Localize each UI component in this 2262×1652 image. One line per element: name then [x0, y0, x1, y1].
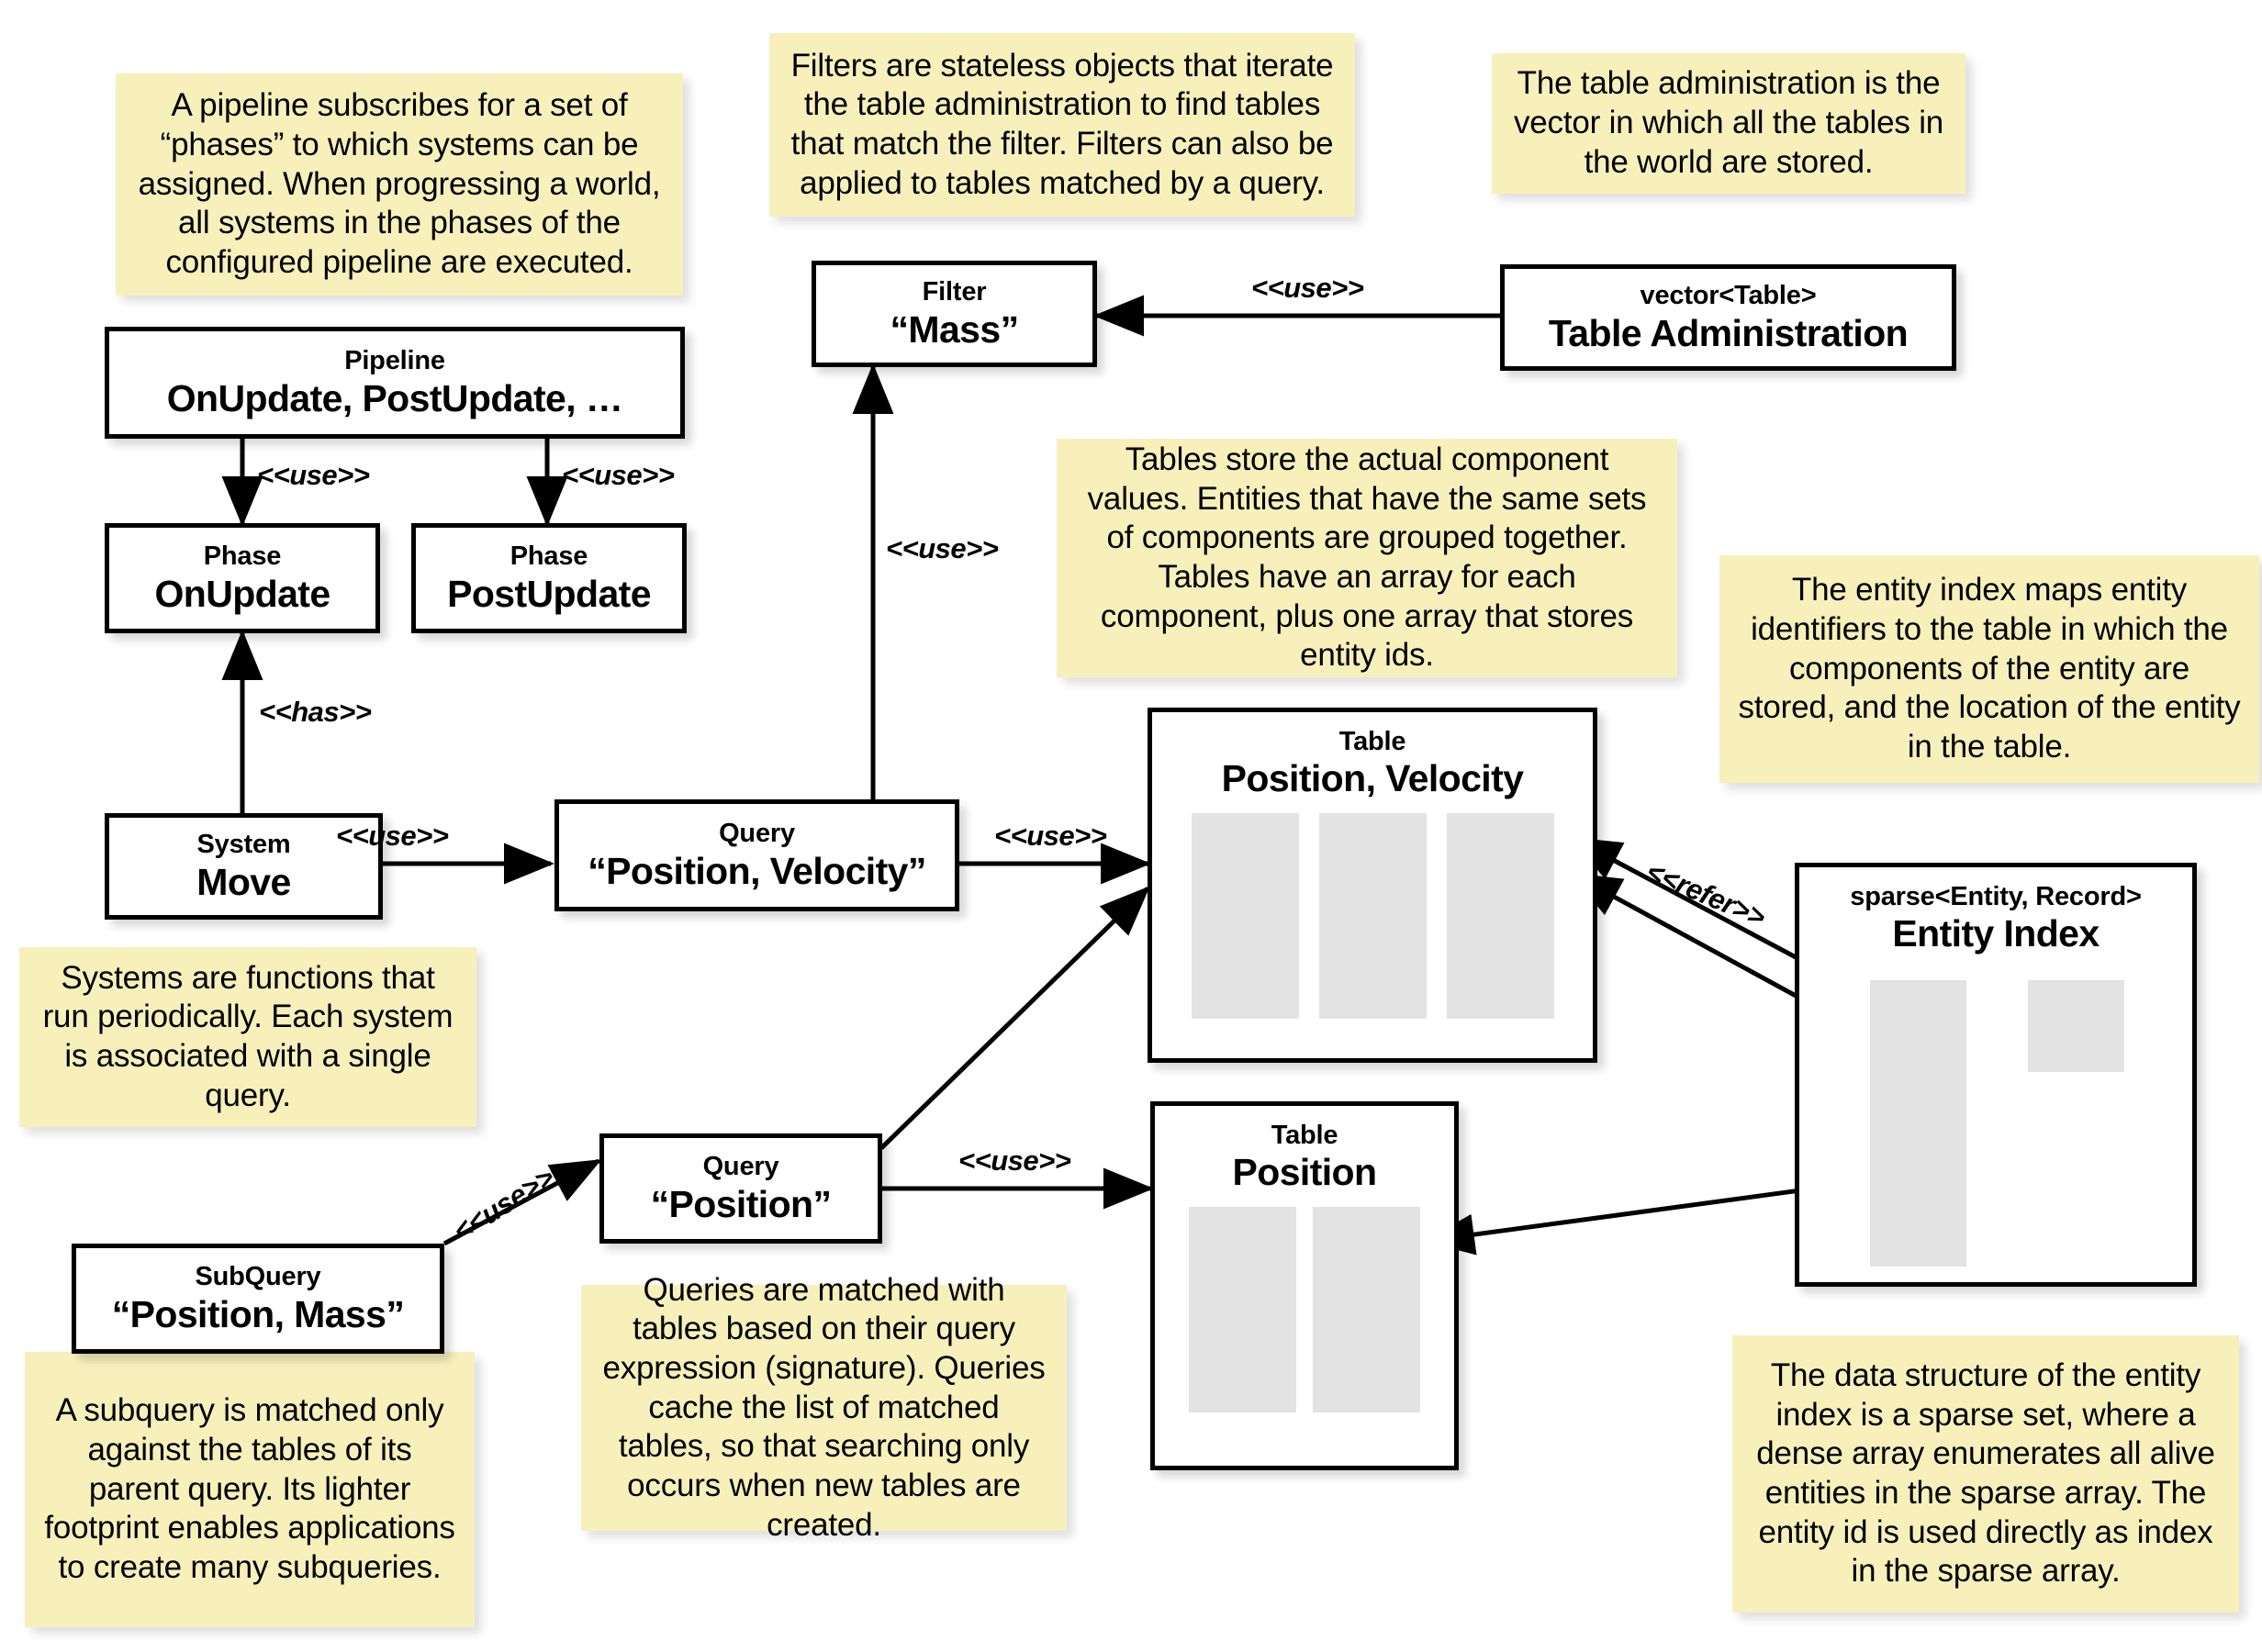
- node-query-position-velocity[interactable]: Query “Position, Velocity”: [554, 799, 959, 911]
- node-table-position[interactable]: Table Position: [1150, 1101, 1459, 1470]
- note-table-admin: The table administration is the vector i…: [1492, 53, 1965, 194]
- note-tables: Tables store the actual component values…: [1057, 439, 1677, 677]
- node-query-position[interactable]: Query “Position”: [599, 1133, 882, 1244]
- edge-queryp-uses-tablepv: [879, 886, 1150, 1150]
- entity-index-dense-array: [2028, 980, 2124, 1072]
- node-phase-onupdate-stereotype: Phase: [203, 541, 282, 572]
- node-subquery-position-mass-stereotype: SubQuery: [195, 1262, 321, 1292]
- note-systems: Systems are functions that run periodica…: [19, 947, 476, 1127]
- node-phase-postupdate[interactable]: Phase PostUpdate: [411, 523, 687, 633]
- node-query-position-stereotype: Query: [702, 1152, 779, 1182]
- node-pipeline[interactable]: Pipeline OnUpdate, PostUpdate, …: [105, 327, 685, 439]
- edge-label-admin-uses-filter: <<use>>: [1251, 272, 1364, 304]
- node-query-position-title: “Position”: [650, 1182, 832, 1225]
- node-system-move[interactable]: System Move: [105, 813, 383, 920]
- node-query-position-velocity-title: “Position, Velocity”: [588, 849, 926, 892]
- node-phase-postupdate-title: PostUpdate: [447, 572, 651, 615]
- node-phase-onupdate-title: OnUpdate: [154, 572, 330, 615]
- node-subquery-position-mass[interactable]: SubQuery “Position, Mass”: [72, 1244, 444, 1354]
- note-queries-text: Queries are matched with tables based on…: [602, 1271, 1046, 1543]
- node-query-position-velocity-stereotype: Query: [719, 819, 795, 849]
- table-position-velocity-columns: [1152, 812, 1593, 1019]
- node-entity-index[interactable]: sparse<Entity, Record> Entity Index: [1795, 863, 2197, 1287]
- node-table-position-title: Position: [1232, 1151, 1378, 1194]
- edge-label-queryp-uses-tablep: <<use>>: [958, 1144, 1071, 1177]
- node-table-position-velocity[interactable]: Table Position, Velocity: [1148, 708, 1597, 1063]
- node-filter-mass[interactable]: Filter “Mass”: [812, 261, 1097, 367]
- node-table-position-velocity-stereotype: Table: [1338, 727, 1406, 756]
- table-column-array: [1189, 1206, 1296, 1412]
- node-pipeline-stereotype: Pipeline: [344, 346, 445, 376]
- edge-label-pipeline-phase-onupdate: <<use>>: [257, 459, 370, 491]
- node-table-position-stereotype: Table: [1271, 1121, 1338, 1150]
- table-column-array: [1446, 812, 1554, 1019]
- note-filter: Filters are stateless objects that itera…: [769, 33, 1355, 217]
- note-pipeline: A pipeline subscribes for a set of “phas…: [116, 73, 683, 296]
- note-subquery: A subquery is matched only against the t…: [25, 1352, 475, 1627]
- node-subquery-position-mass-title: “Position, Mass”: [111, 1292, 405, 1335]
- edge-label-system-uses-query: <<use>>: [336, 820, 449, 852]
- node-entity-index-title: Entity Index: [1892, 912, 2100, 955]
- note-entity-index: The entity index maps entity identifiers…: [1719, 555, 2259, 783]
- note-subquery-text: A subquery is matched only against the t…: [44, 1392, 455, 1586]
- edge-label-index-refer-table: <<refer>>: [1641, 854, 1771, 934]
- entity-index-sparse-array: [1870, 980, 1966, 1267]
- edge-label-query-uses-filter: <<use>>: [886, 532, 999, 564]
- note-queries: Queries are matched with tables based on…: [581, 1272, 1067, 1543]
- table-column-array: [1313, 1206, 1420, 1412]
- note-sparse-set-text: The data structure of the entity index i…: [1756, 1356, 2215, 1590]
- note-tables-text: Tables store the actual component values…: [1087, 441, 1647, 674]
- node-table-administration[interactable]: vector<Table> Table Administration: [1500, 264, 1956, 371]
- node-entity-index-stereotype: sparse<Entity, Record>: [1850, 882, 2142, 911]
- note-table-admin-text: The table administration is the vector i…: [1513, 65, 1944, 180]
- edge-label-pipeline-phase-postupdate: <<use>>: [562, 459, 675, 491]
- node-table-position-velocity-title: Position, Velocity: [1221, 757, 1524, 800]
- node-system-move-stereotype: System: [196, 830, 291, 860]
- note-entity-index-text: The entity index maps entity identifiers…: [1738, 572, 2241, 765]
- node-pipeline-title: OnUpdate, PostUpdate, …: [166, 376, 623, 419]
- node-table-administration-stereotype: vector<Table>: [1640, 281, 1817, 311]
- note-systems-text: Systems are functions that run periodica…: [42, 959, 454, 1113]
- table-column-array: [1318, 812, 1427, 1019]
- edge-label-system-has-phase: <<has>>: [259, 696, 372, 728]
- note-filter-text: Filters are stateless objects that itera…: [790, 47, 1334, 201]
- node-filter-mass-stereotype: Filter: [922, 277, 987, 307]
- table-column-array: [1191, 812, 1299, 1019]
- table-position-columns: [1155, 1206, 1454, 1412]
- node-phase-postupdate-stereotype: Phase: [510, 541, 588, 572]
- edge-label-querypv-uses-tablepv: <<use>>: [994, 820, 1107, 852]
- node-filter-mass-title: “Mass”: [890, 307, 1020, 351]
- note-sparse-set: The data structure of the entity index i…: [1732, 1335, 2239, 1613]
- edge-label-subquery-uses-queryp: <<use>>: [447, 1160, 560, 1248]
- node-phase-onupdate[interactable]: Phase OnUpdate: [105, 523, 380, 633]
- node-system-move-title: Move: [196, 860, 291, 903]
- node-table-administration-title: Table Administration: [1548, 311, 1909, 354]
- note-pipeline-text: A pipeline subscribes for a set of “phas…: [138, 87, 661, 281]
